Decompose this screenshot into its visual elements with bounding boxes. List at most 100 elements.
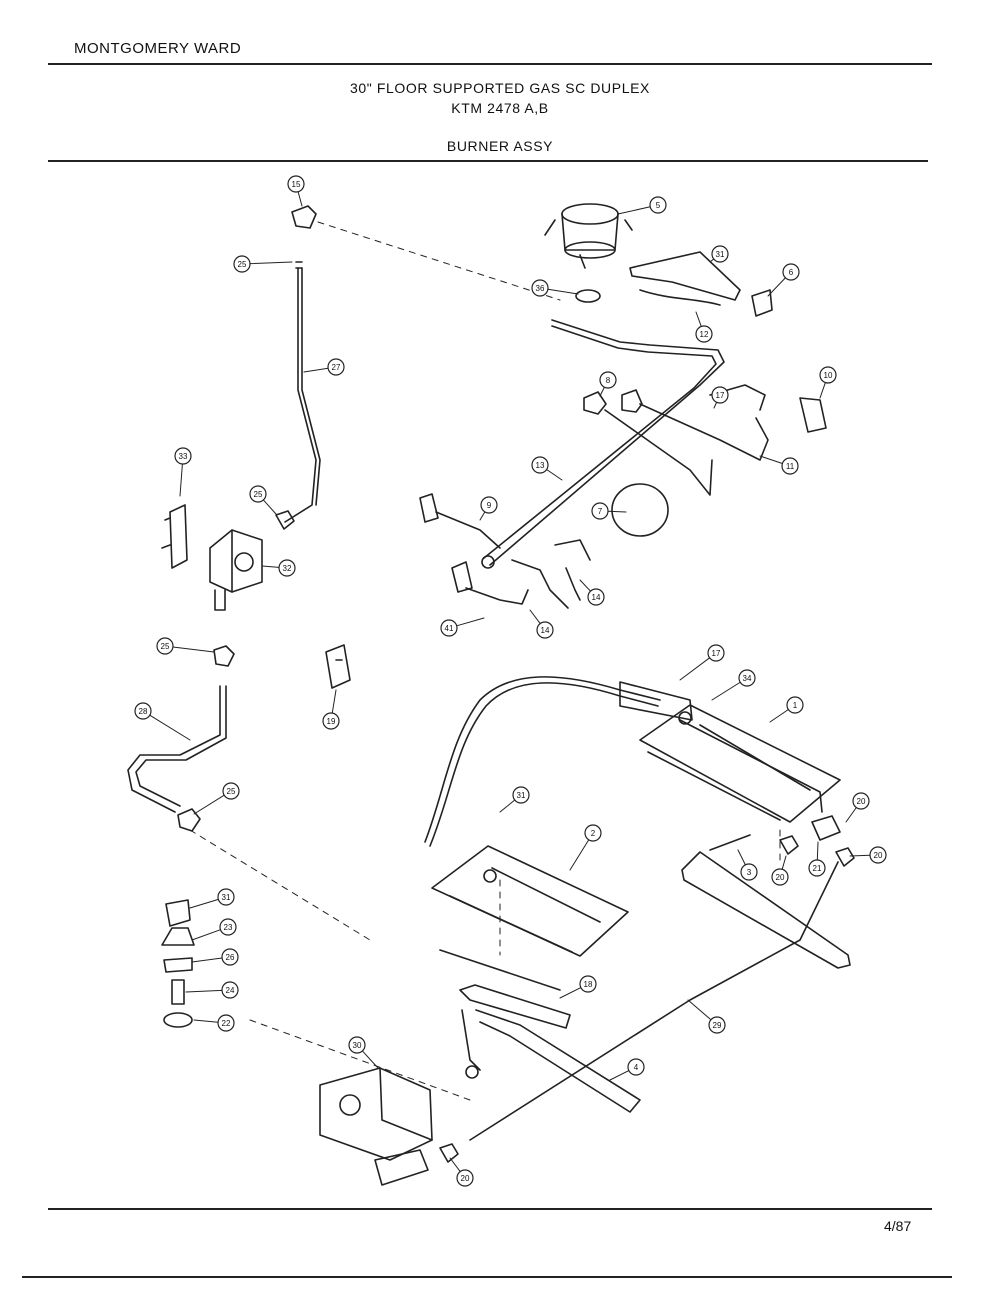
callout-number: 25 [161,642,170,651]
callout-bubble [599,371,617,389]
callout-bubble [587,588,605,606]
callout-leader [709,258,715,263]
part-callout-4: 4 [609,1058,645,1081]
callout-number: 33 [179,452,188,461]
callout-bubble [781,457,799,475]
callout-leader [193,794,225,815]
part-callout-34: 34 [711,669,756,701]
callout-leader [261,565,280,568]
callout-leader [479,511,486,521]
callout-number: 20 [857,797,866,806]
callout-number: 9 [487,501,492,510]
callout-bubble [456,1169,474,1187]
callout-number: 21 [813,864,822,873]
callout-leader [331,689,337,714]
callout-bubble [869,846,887,864]
part-callout-23: 23 [191,918,237,941]
callout-leader [767,277,786,297]
callout-bubble [649,196,667,214]
upper-burner [639,704,841,823]
callout-leader [193,1019,219,1023]
callout-bubble [695,325,713,343]
callout-number: 25 [254,490,263,499]
callout-bubble [287,175,305,193]
pilot-bracket-and-tube [439,949,641,1113]
header-bottom-rule [48,160,928,162]
part-callout-21: 21 [808,841,826,877]
part-callout-10: 10 [819,366,837,399]
part-callout-15: 15 [287,175,305,207]
part-callout-31: 31 [499,786,530,813]
callout-leader [529,609,541,625]
part-callout-19: 19 [322,689,340,730]
part-callout-8: 8 [599,371,617,397]
callout-bubble [711,245,729,263]
callout-number: 11 [786,462,795,471]
callout-number: 36 [536,284,545,293]
callout-number: 31 [222,893,231,902]
callout-number: 8 [606,376,611,385]
callout-number: 18 [584,980,593,989]
callout-number: 31 [517,791,526,800]
footer-top-rule [48,1208,932,1210]
part-callout-18: 18 [559,975,597,999]
callout-number: 19 [327,717,336,726]
part-callout-7: 7 [591,502,627,520]
callout-leader [189,898,219,909]
callout-number: 22 [222,1019,231,1028]
part-callout-32: 32 [261,559,296,577]
callout-leader [617,206,651,215]
thermocouple-line [424,676,693,847]
callout-bubble [174,447,192,465]
diagram-title-line1: 30" FLOOR SUPPORTED GAS SC DUPLEX [350,80,650,96]
callout-leader [695,311,702,327]
callout-number: 20 [776,873,785,882]
part-callout-25: 25 [249,485,277,515]
callout-number: 17 [716,391,725,400]
callout-bubble [217,1014,235,1032]
thermostat-valve [319,1067,459,1186]
burner-feed-tubes [469,815,855,1141]
callout-leader [609,1070,630,1081]
callout-bubble [738,669,756,687]
callout-bubble [852,792,870,810]
callout-leader [185,989,223,993]
callout-leader [687,999,712,1021]
callout-leader [579,579,592,592]
callout-number: 14 [592,593,601,602]
callout-number: 26 [226,953,235,962]
callout-leader [849,854,871,857]
callout-leader [361,1050,379,1069]
callout-bubble [322,712,340,730]
callout-leader [781,855,787,870]
part-callout-26: 26 [191,948,239,966]
callout-leader [679,657,711,681]
valve-fittings [419,384,827,609]
callout-bubble [217,888,235,906]
callout-bubble [221,981,239,999]
part-callout-31: 31 [189,888,235,909]
callout-number: 30 [353,1041,362,1050]
callout-leader [179,463,183,497]
callout-bubble [440,619,458,637]
part-callout-31: 31 [709,245,729,263]
callout-number: 17 [712,649,721,658]
callout-leader [607,510,627,513]
callout-leader [191,929,221,941]
callout-bubble [249,485,267,503]
callout-bubble [579,975,597,993]
part-callout-20: 20 [449,1157,474,1187]
page-number: 4/87 [884,1218,912,1234]
part-callout-28: 28 [134,702,191,741]
callout-bubble [584,824,602,842]
callout-leader [845,807,857,823]
callout-bubble [627,1058,645,1076]
callout-bubble [134,702,152,720]
callout-leader [149,714,191,741]
callout-number: 20 [874,851,883,860]
part-callout-20: 20 [845,792,870,823]
callout-number: 3 [747,868,752,877]
callout-bubble [222,782,240,800]
top-right-valve [544,203,773,317]
